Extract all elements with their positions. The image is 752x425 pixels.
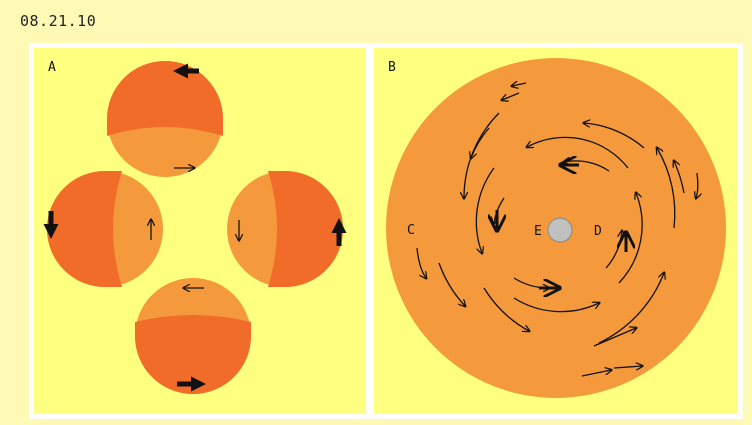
swirl-arrow-outer-1: [584, 123, 645, 149]
center-dot: [547, 217, 573, 243]
circle-left: [43, 171, 163, 287]
date-label: 08.21.10: [20, 12, 97, 30]
circle-top: [107, 61, 223, 177]
swirl-arrow-outer-3: [438, 262, 465, 306]
panel-a-drawing: [43, 61, 347, 394]
panel-a: A: [29, 43, 371, 419]
circle-bottom: [135, 278, 251, 394]
edge-arrow-top-2: [502, 92, 520, 100]
panel-a-label: A: [48, 60, 56, 75]
point-d-label: D: [594, 224, 602, 239]
panel-b-label: B: [388, 60, 396, 75]
circle-left-dark: [47, 171, 122, 287]
edge-arrow-bottom-1: [593, 328, 636, 347]
point-c-label: C: [407, 223, 415, 238]
edge-arrow-left: [471, 127, 490, 158]
edge-arrow-bottom-2: [613, 366, 642, 368]
swirl-arrow-outer-6: [657, 148, 676, 229]
circle-right: [227, 171, 347, 287]
edge-arrow-top: [512, 83, 527, 86]
panel-b: B: [369, 43, 743, 419]
edge-arrow-c: [416, 247, 426, 278]
swirl-arrow-outer-5: [598, 273, 664, 344]
circle-bottom-dark: [135, 315, 251, 394]
circle-right-dark: [268, 171, 343, 287]
point-e-label: E: [534, 224, 542, 239]
swirl-arrow-mid-3: [513, 297, 599, 313]
swirl-arrow-mid-4: [618, 193, 643, 284]
swirl-arrow-mid-1: [527, 136, 629, 169]
swirl-arrow-mid-2: [475, 167, 495, 253]
swirl-arrow-outer-7: [674, 161, 685, 194]
swirl-arrow-outer-4: [483, 287, 529, 331]
edge-arrow-right: [696, 172, 698, 198]
edge-arrow-bottom-3: [581, 370, 611, 377]
circle-top-dark: [107, 61, 223, 136]
panel-b-drawing: E D C: [386, 58, 726, 398]
